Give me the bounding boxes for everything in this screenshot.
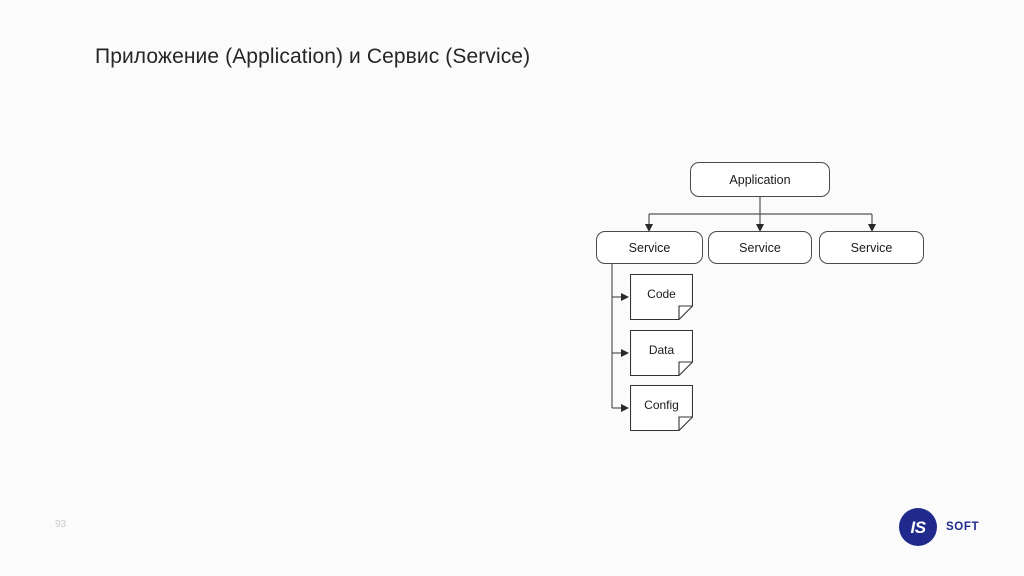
brand-logo: IS SOFT bbox=[899, 508, 979, 546]
document-icon bbox=[630, 385, 693, 431]
logo-mark-text: IS bbox=[910, 517, 926, 537]
node-application[interactable]: Application bbox=[690, 162, 830, 197]
node-data[interactable]: Data bbox=[630, 330, 693, 376]
document-icon bbox=[630, 330, 693, 376]
logo-word-text: SOFT bbox=[946, 521, 980, 533]
node-service-1-label: Service bbox=[628, 240, 671, 255]
node-service-2[interactable]: Service bbox=[708, 231, 812, 264]
document-icon bbox=[630, 274, 693, 320]
node-code[interactable]: Code bbox=[630, 274, 693, 320]
node-service-1[interactable]: Service bbox=[596, 231, 703, 264]
node-service-3-label: Service bbox=[850, 240, 893, 255]
node-service-3[interactable]: Service bbox=[819, 231, 924, 264]
node-application-label: Application bbox=[729, 172, 791, 187]
logo-circle-icon: IS bbox=[899, 508, 937, 546]
page-title: Приложение (Application) и Сервис (Servi… bbox=[95, 45, 531, 68]
node-config[interactable]: Config bbox=[630, 385, 693, 431]
node-service-2-label: Service bbox=[739, 240, 781, 255]
page-number: 93 bbox=[55, 519, 67, 530]
